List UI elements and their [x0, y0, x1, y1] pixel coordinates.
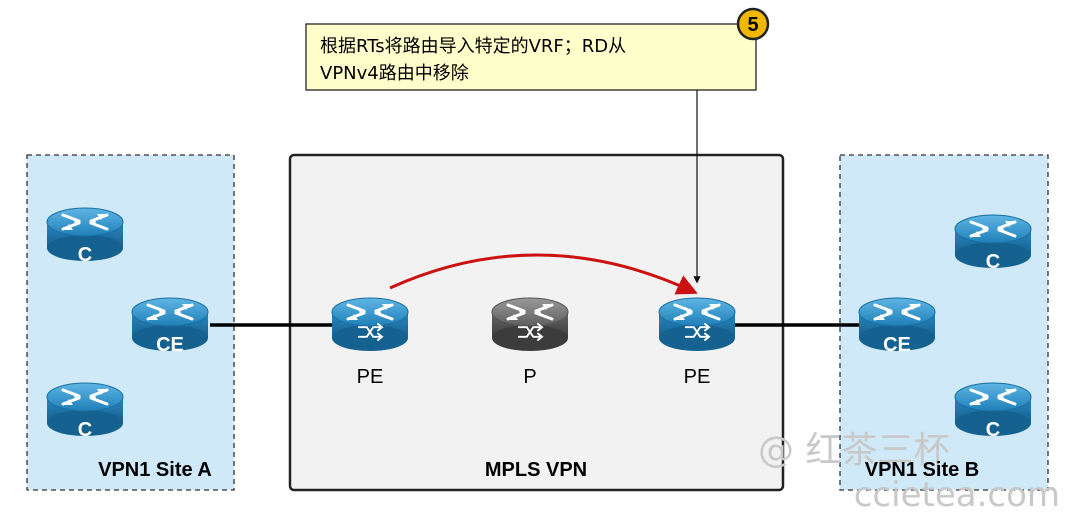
router-letter: C: [986, 419, 1000, 441]
label-mpls-core: MPLS VPN: [485, 459, 587, 481]
router-letter: CE: [156, 334, 184, 356]
label-site-a: VPN1 Site A: [98, 459, 212, 481]
label-pe-left: PE: [357, 366, 384, 388]
router-pe-left: [330, 296, 410, 353]
callout-box: 根据RTs将路由导入特定的VRF；RD从 VPNv4路由中移除: [305, 23, 757, 91]
router-letter: C: [986, 251, 1000, 273]
router-c-site-b-bottom: C: [953, 381, 1033, 441]
label-p-core: P: [523, 366, 536, 388]
router-pe-right: [657, 296, 737, 353]
router-c-site-b-top: C: [953, 213, 1033, 273]
label-pe-right: PE: [684, 366, 711, 388]
step-number: 5: [747, 14, 758, 36]
callout-text-line2: VPNv4路由中移除: [320, 63, 469, 84]
router-letter: C: [78, 419, 92, 441]
watermark-line2: ccietea.com: [854, 475, 1060, 515]
router-ce-site-a: CE: [130, 296, 210, 356]
router-c-site-a-top: C: [45, 206, 125, 266]
router-letter: C: [78, 244, 92, 266]
route-propagation-arrow: [389, 253, 698, 295]
router-ce-site-b: CE: [857, 296, 937, 356]
watermark-line1: @ 红茶三杯: [758, 430, 949, 471]
router-c-site-a-bottom: C: [45, 381, 125, 441]
step-badge: 5: [736, 7, 770, 41]
label-site-b: VPN1 Site B: [865, 459, 979, 481]
router-p-core: [490, 296, 570, 353]
router-letter: CE: [883, 334, 911, 356]
callout-text-line1: 根据RTs将路由导入特定的VRF；RD从: [320, 36, 626, 57]
